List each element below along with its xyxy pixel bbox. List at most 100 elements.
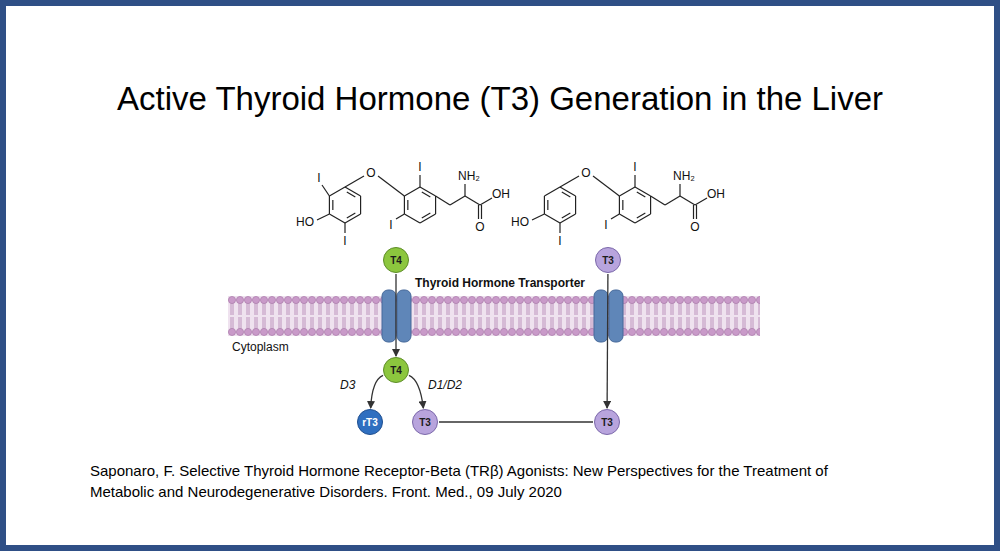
enzyme-label: D3 <box>340 378 355 392</box>
bond-line <box>693 205 694 219</box>
bond-line <box>422 192 431 197</box>
bond-line <box>635 214 651 223</box>
reaction-arrow <box>395 274 396 356</box>
atom-label: O <box>475 221 484 233</box>
bond-line <box>650 196 651 214</box>
atom-label: O <box>690 221 699 233</box>
bond-line <box>347 213 356 218</box>
bond-line <box>436 196 450 205</box>
slide-title: Active Thyroid Hormone (T3) Generation i… <box>0 80 1000 118</box>
bond-line <box>404 196 405 214</box>
bond-line <box>619 214 635 223</box>
bond-line <box>560 176 579 187</box>
hormone-circle: T3 <box>594 409 620 435</box>
bond-line <box>547 200 548 210</box>
hormone-circle: rT3 <box>357 409 383 435</box>
atom-label: NH₂ <box>458 170 480 182</box>
bond-line <box>420 214 436 223</box>
compartment-label: Cytoplasm <box>232 340 289 354</box>
bond-line <box>679 184 680 196</box>
bond-line <box>345 214 361 223</box>
bond-line <box>329 187 345 196</box>
bond-line <box>329 214 345 223</box>
bond-line <box>332 200 333 210</box>
bond-line <box>544 214 560 223</box>
hormone-circle: T3 <box>595 247 621 273</box>
bond-line <box>317 214 329 220</box>
reaction-arrow <box>606 274 608 408</box>
bond-line <box>465 196 480 205</box>
bond-line <box>407 200 408 210</box>
hormone-name: T3 <box>419 417 431 428</box>
transporter-right <box>594 290 623 342</box>
bond-line <box>544 196 545 214</box>
atom-label: I <box>389 219 392 231</box>
atom-label: I <box>604 219 607 231</box>
bond-line <box>575 196 576 214</box>
bond-line <box>322 185 329 196</box>
bond-line <box>344 223 345 233</box>
bond-line <box>560 187 576 196</box>
bond-line <box>622 200 623 210</box>
bond-line <box>378 176 404 196</box>
bond-line <box>619 196 620 214</box>
bond-line <box>532 214 544 220</box>
bond-line <box>593 176 619 196</box>
bond-line <box>680 196 695 205</box>
bond-line <box>420 187 436 196</box>
atom-label: NH₂ <box>673 170 695 182</box>
chemical-structure <box>317 175 707 233</box>
bond-line <box>611 214 619 219</box>
atom-label: HO <box>511 216 529 228</box>
atom-label: O <box>581 167 590 179</box>
bond-line <box>619 187 635 196</box>
bond-line <box>396 214 404 219</box>
atom-label: I <box>558 235 561 247</box>
atom-label: I <box>343 235 346 247</box>
bond-line <box>481 205 482 219</box>
bond-line <box>696 205 697 219</box>
reaction-arrow <box>409 375 423 408</box>
atom-label: OH <box>492 188 510 200</box>
hormone-name: T3 <box>601 417 613 428</box>
bond-line <box>422 213 431 218</box>
atom-label: I <box>317 172 320 184</box>
bond-line <box>404 187 420 196</box>
atom-label: I <box>418 161 421 173</box>
bond-line <box>635 187 651 196</box>
citation-caption: Saponaro, F. Selective Thyroid Hormone R… <box>90 460 890 502</box>
bond-line <box>637 213 646 218</box>
bond-line <box>562 192 571 197</box>
bond-line <box>544 187 560 196</box>
bond-line <box>404 214 420 223</box>
bond-line <box>559 223 560 233</box>
bond-line <box>695 198 707 205</box>
bond-line <box>637 192 646 197</box>
atom-label: HO <box>296 216 314 228</box>
hormone-name: rT3 <box>362 417 378 428</box>
bond-line <box>419 175 420 187</box>
hormone-name: T4 <box>390 255 402 266</box>
reaction-arrow <box>371 375 383 408</box>
atom-label: O <box>366 167 375 179</box>
hormone-circle: T3 <box>412 409 438 435</box>
bond-line <box>347 192 356 197</box>
hormone-name: T3 <box>602 255 614 266</box>
atom-label: I <box>633 161 636 173</box>
bond-line <box>464 184 465 196</box>
bond-line <box>329 196 330 214</box>
hormone-circle: T4 <box>383 357 409 383</box>
bond-line <box>634 175 635 187</box>
bond-line <box>480 198 492 205</box>
bond-line <box>562 213 571 218</box>
hormone-name: T4 <box>390 365 402 376</box>
bond-line <box>435 196 436 214</box>
bond-line <box>651 196 665 205</box>
bond-line <box>478 205 479 219</box>
bond-line <box>345 176 364 187</box>
bond-line <box>450 196 465 205</box>
membrane-lipids <box>228 296 760 336</box>
atom-label: OH <box>707 188 725 200</box>
bond-line <box>360 196 361 214</box>
hormone-circle: T4 <box>383 247 409 273</box>
